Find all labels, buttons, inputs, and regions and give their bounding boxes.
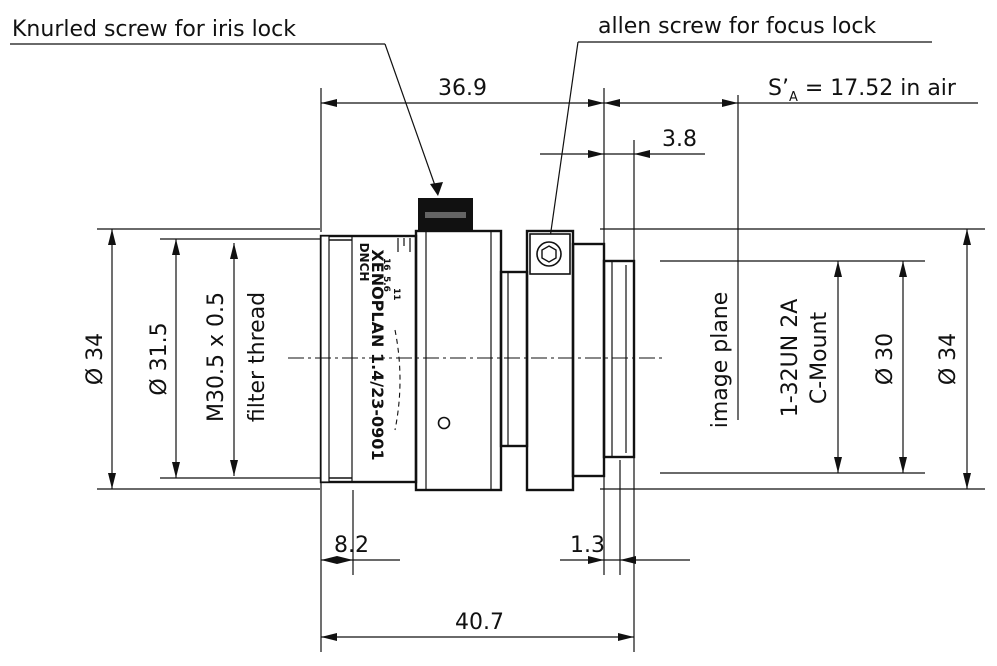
c-mount-text-1: 1-32UN 2A [778,299,803,418]
aperture-mark-1: 16 [381,258,391,271]
dim-dia-30-text: Ø 30 [873,333,898,385]
dim-back-focus-text: S’A = 17.52 in air [768,76,957,105]
dim-3-8: 3.8 [540,127,705,158]
dim-40-7-text: 40.7 [455,610,504,635]
lens-maker-engraving: DNCH [357,243,371,282]
knurled-screw-icon [418,198,473,231]
lens-body: XENOPLAN 1.4/23-0901 DNCH 16 5.6 11 [319,198,636,492]
dim-36-9-text: 36.9 [438,76,487,101]
iris-lock-callout: Knurled screw for iris lock [10,17,443,196]
focus-lock-callout: allen screw for focus lock [542,14,932,254]
dim-1-3: 1.3 [560,533,690,564]
lens-brand-engraving: XENOPLAN 1.4/23-0901 [368,249,387,460]
dim-dia-34-left-text: Ø 34 [83,333,108,385]
aperture-scale [397,238,411,252]
allen-screw-icon [529,233,571,275]
iris-hole-icon [437,416,451,430]
image-plane-text: image plane [708,292,733,429]
filter-thread-text-2: filter thread [245,292,270,422]
dim-dia-30: Ø 30 [873,261,907,473]
dim-back-focus: S’A = 17.52 in air [604,76,978,107]
dim-8-2: 8.2 [321,533,400,564]
dim-dia-34-right: Ø 34 [936,229,971,489]
dim-8-2-text: 8.2 [334,533,369,558]
dim-dia-31-5: Ø 31.5 [147,239,180,478]
dim-36-9: 36.9 [321,76,604,107]
dim-dia-34-left: Ø 34 [83,229,116,489]
image-plane-label: image plane [708,292,733,429]
extension-lines [97,88,985,652]
filter-thread-label: M30.5 x 0.5 filter thread [204,243,270,476]
filter-thread-text-1: M30.5 x 0.5 [204,292,229,422]
c-mount-text-2: C-Mount [807,312,832,405]
iris-lock-callout-text: Knurled screw for iris lock [12,17,296,42]
dim-1-3-text: 1.3 [570,533,605,558]
dim-3-8-text: 3.8 [662,127,697,152]
dim-dia-31-5-text: Ø 31.5 [147,322,172,395]
c-mount-label: 1-32UN 2A C-Mount [778,261,842,473]
dim-dia-34-right-text: Ø 34 [936,333,961,385]
focus-lock-callout-text: allen screw for focus lock [598,14,876,39]
aperture-mark-3: 11 [391,288,401,301]
aperture-mark-2: 5.6 [381,276,391,292]
dim-40-7: 40.7 [321,610,634,641]
